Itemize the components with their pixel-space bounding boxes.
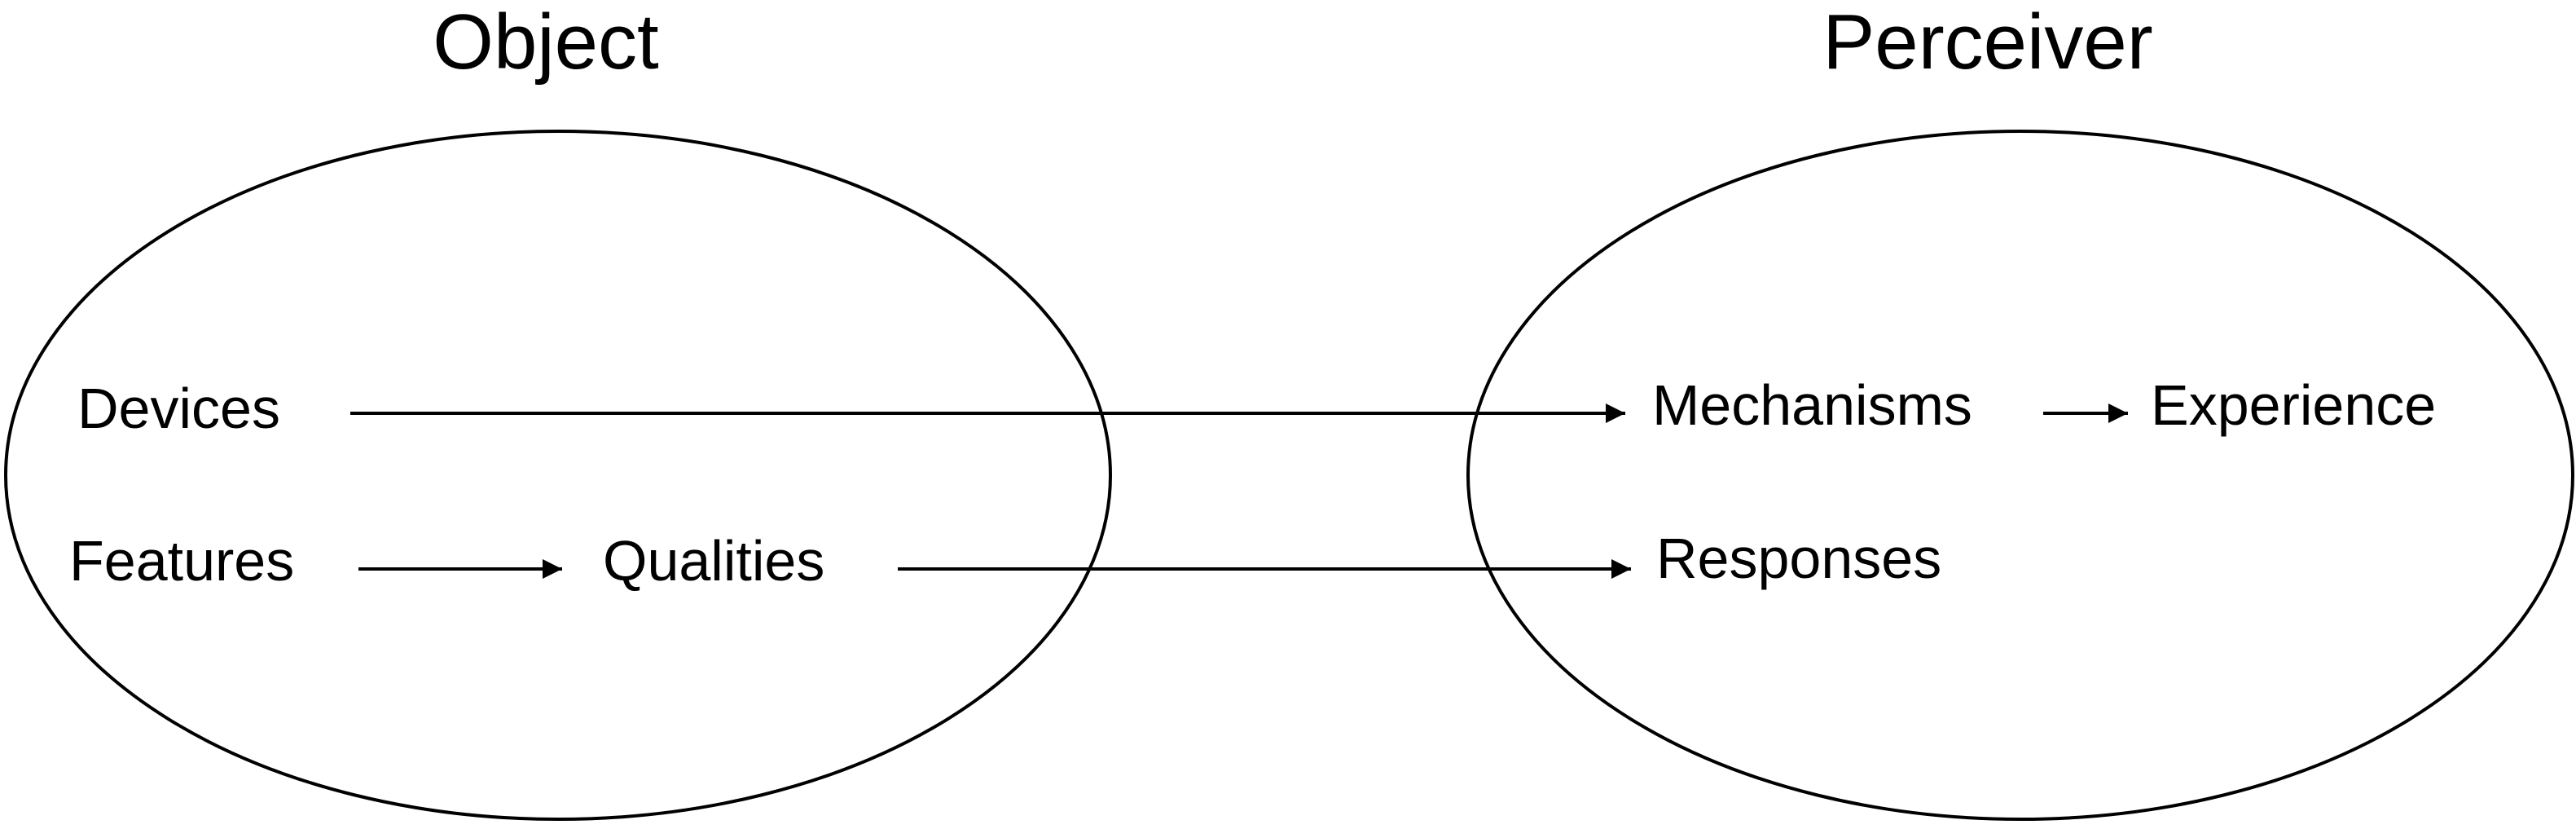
perceiver-ellipse: [1466, 130, 2574, 821]
node-features: Features: [69, 529, 295, 593]
object-ellipse: [4, 130, 1112, 821]
perceiver-heading: Perceiver: [1822, 0, 2153, 86]
node-experience: Experience: [2151, 373, 2437, 437]
node-responses: Responses: [1656, 527, 1942, 590]
node-mechanisms: Mechanisms: [1652, 373, 1972, 437]
node-qualities: Qualities: [603, 529, 825, 593]
node-devices: Devices: [77, 377, 280, 440]
object-heading: Object: [433, 0, 659, 86]
